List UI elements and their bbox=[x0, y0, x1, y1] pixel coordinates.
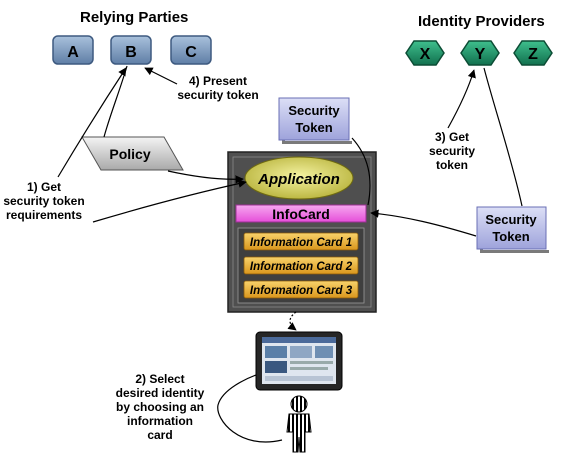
step3-line2: security bbox=[429, 144, 475, 158]
security-token-right: Security Token bbox=[476, 206, 549, 253]
security-token-top-line2: Token bbox=[295, 120, 332, 135]
information-card-2: Information Card 2 bbox=[243, 256, 359, 275]
step1-line3: requirements bbox=[6, 208, 82, 222]
arrow-token-to-infocard bbox=[370, 209, 477, 237]
relying-parties-heading: Relying Parties bbox=[80, 9, 188, 26]
arrow-present-token-to-b bbox=[144, 67, 178, 85]
step3-line3: token bbox=[436, 158, 468, 172]
step1-label: 1) Get security token requirements bbox=[3, 180, 84, 222]
line-infocard-to-token bbox=[351, 137, 371, 206]
step2-label: 2) Select desired identity by choosing a… bbox=[116, 372, 205, 442]
security-token-top-line1: Security bbox=[288, 103, 340, 118]
policy-shape: Policy bbox=[81, 136, 184, 171]
identity-provider-z-label: Z bbox=[528, 46, 538, 63]
arrow-panel-to-device bbox=[287, 311, 297, 331]
relying-party-b: B bbox=[110, 35, 152, 65]
step1-line2: security token bbox=[3, 194, 84, 208]
step2-line3: by choosing an bbox=[116, 400, 204, 414]
relying-party-c-label: C bbox=[185, 44, 197, 61]
step2-line5: card bbox=[147, 428, 172, 442]
relying-party-a: A bbox=[52, 35, 94, 65]
line-b-to-policy bbox=[103, 65, 128, 138]
step3-line1: 3) Get bbox=[435, 130, 469, 144]
identity-provider-x: X bbox=[405, 40, 445, 66]
arrow-step3-to-y bbox=[447, 69, 476, 129]
identity-provider-z: Z bbox=[513, 40, 553, 66]
security-token-right-line1: Security bbox=[485, 212, 537, 227]
application-label: Application bbox=[257, 171, 340, 188]
infocard-bar: InfoCard bbox=[235, 204, 367, 223]
information-card-1: Information Card 1 bbox=[243, 232, 359, 251]
infocard-label: InfoCard bbox=[272, 206, 330, 222]
information-card-3-label: Information Card 3 bbox=[250, 285, 353, 297]
relying-party-a-label: A bbox=[67, 44, 79, 61]
line-y-to-token bbox=[483, 67, 523, 207]
step2-line1: 2) Select bbox=[135, 372, 184, 386]
security-token-right-line2: Token bbox=[492, 229, 529, 244]
identity-providers-heading: Identity Providers bbox=[418, 13, 545, 30]
application-shape: Application bbox=[244, 156, 354, 200]
step4-line2: security token bbox=[177, 88, 258, 102]
device-icon bbox=[255, 331, 343, 391]
arrow-policy-to-application bbox=[167, 170, 244, 184]
person-icon bbox=[286, 395, 312, 453]
step2-line4: information bbox=[127, 414, 193, 428]
policy-label: Policy bbox=[109, 146, 150, 162]
arrow-person-to-device bbox=[217, 370, 283, 443]
step4-line1: 4) Present bbox=[189, 74, 247, 88]
arrow-step1-to-b bbox=[57, 67, 127, 178]
step1-line1: 1) Get bbox=[27, 180, 61, 194]
identity-provider-y-label: Y bbox=[475, 46, 486, 63]
step4-label: 4) Present security token bbox=[177, 74, 258, 102]
security-token-top: Security Token bbox=[278, 97, 352, 144]
identity-provider-y: Y bbox=[460, 40, 500, 66]
identity-provider-x-label: X bbox=[420, 46, 431, 63]
relying-party-b-label: B bbox=[125, 44, 137, 61]
relying-party-c: C bbox=[170, 35, 212, 65]
information-card-2-label: Information Card 2 bbox=[250, 261, 353, 273]
information-card-1-label: Information Card 1 bbox=[250, 237, 352, 249]
step2-line2: desired identity bbox=[116, 386, 205, 400]
information-card-3: Information Card 3 bbox=[243, 280, 359, 299]
arrow-requirements-to-application bbox=[92, 179, 247, 223]
step3-label: 3) Get security token bbox=[429, 130, 475, 172]
